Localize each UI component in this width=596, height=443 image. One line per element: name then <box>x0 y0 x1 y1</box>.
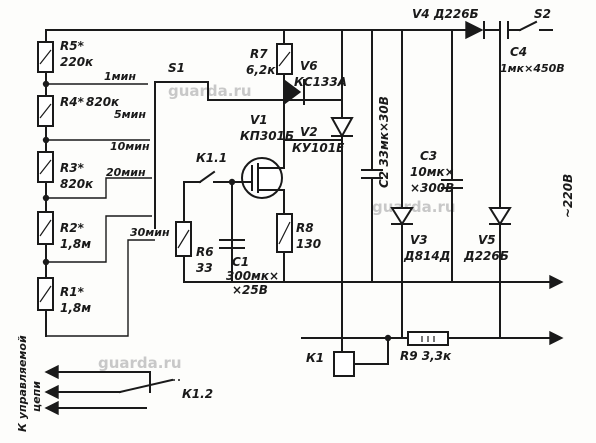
label-s2: S2 <box>534 7 551 21</box>
watermark-bottom: guarda.ru <box>98 354 182 372</box>
capacitor-c3 <box>441 29 463 283</box>
arrow-rail-top <box>549 274 564 290</box>
label-v1-type: КП301Б <box>240 129 294 143</box>
switch-s2 <box>518 20 553 32</box>
label-r9: R9 3,3к <box>400 349 452 363</box>
label-c1-value: 300мк× <box>226 269 279 283</box>
label-k1: К1 <box>306 351 324 365</box>
label-r8: R8 <box>296 221 314 235</box>
label-v5-type: Д226Б <box>463 249 509 263</box>
label-c1: C1 <box>232 255 249 269</box>
label-r6: R6 <box>196 245 214 259</box>
resistor-ladder <box>37 29 453 337</box>
switch-s1-taps <box>46 81 209 337</box>
label-r3: R3* <box>60 161 85 175</box>
label-v2-type: КУ101Е <box>292 141 345 155</box>
label-time-10min: 10мин <box>110 140 150 153</box>
label-r3-value: 820к <box>60 177 94 191</box>
capacitor-c4 <box>499 21 521 39</box>
label-v6: V6 <box>300 59 318 73</box>
label-r1: R1* <box>60 285 85 299</box>
label-v3-type: Д814Д <box>403 249 450 263</box>
capacitor-c1 <box>219 239 245 249</box>
resistor-r8 <box>276 213 293 283</box>
label-v6-type: КС133А <box>294 75 347 89</box>
arrow-rail-bottom <box>549 330 564 346</box>
label-r2-value: 1,8м <box>60 237 91 251</box>
watermark-top: guarda.ru <box>168 82 252 100</box>
label-r8-value: 130 <box>296 237 321 251</box>
resistor-r7 <box>276 29 293 151</box>
thyristor-v2 <box>283 29 354 283</box>
zener-v3 <box>390 29 414 339</box>
label-c3: C3 <box>420 149 437 163</box>
label-r5-value: 220к <box>60 55 94 69</box>
label-v1: V1 <box>250 113 268 127</box>
label-controlled-circuit-2: цепи <box>30 381 43 412</box>
label-c2: C2 33мк×30В <box>377 96 391 188</box>
label-time-30min: 30мин <box>130 226 170 239</box>
label-r6-value: 33 <box>196 261 213 275</box>
label-r1-value: 1,8м <box>60 301 91 315</box>
label-r4-value: 820к <box>86 95 120 109</box>
label-mains-voltage: ~220В <box>561 174 575 218</box>
label-c1-voltage: ×25В <box>232 283 268 297</box>
label-v5: V5 <box>478 233 496 247</box>
zener-v6 <box>283 78 321 106</box>
label-c4: C4 <box>510 45 527 59</box>
resistor-r9 <box>407 331 449 346</box>
label-c4-value: 1мк×450В <box>500 62 565 75</box>
label-r7: R7 <box>250 47 268 61</box>
diode-v4 <box>451 20 501 40</box>
label-r4: R4* <box>60 95 85 109</box>
label-k12: К1.2 <box>182 387 213 401</box>
diode-v5 <box>488 29 512 339</box>
label-v4: V4 Д226Б <box>412 7 479 21</box>
label-v3: V3 <box>410 233 428 247</box>
label-v2: V2 <box>300 125 318 139</box>
label-r5: R5* <box>60 39 85 53</box>
label-r7-value: 6,2к <box>246 63 276 77</box>
label-time-20min: 20мин <box>106 166 146 179</box>
label-c3-voltage: ×300В <box>410 181 454 195</box>
label-controlled-circuit-1: К управляемой <box>16 335 29 432</box>
label-c3-value: 10мк× <box>410 165 455 179</box>
label-time-5min: 5мин <box>114 108 146 121</box>
label-k11: К1.1 <box>196 151 227 165</box>
capacitor-c2 <box>361 29 383 283</box>
label-s1: S1 <box>168 61 185 75</box>
label-time-1min: 1мин <box>104 70 136 83</box>
relay-contact-k12 <box>44 364 180 416</box>
relay-coil-k1 <box>333 281 392 377</box>
label-r2: R2* <box>60 221 85 235</box>
transistor-v1 <box>207 99 285 283</box>
